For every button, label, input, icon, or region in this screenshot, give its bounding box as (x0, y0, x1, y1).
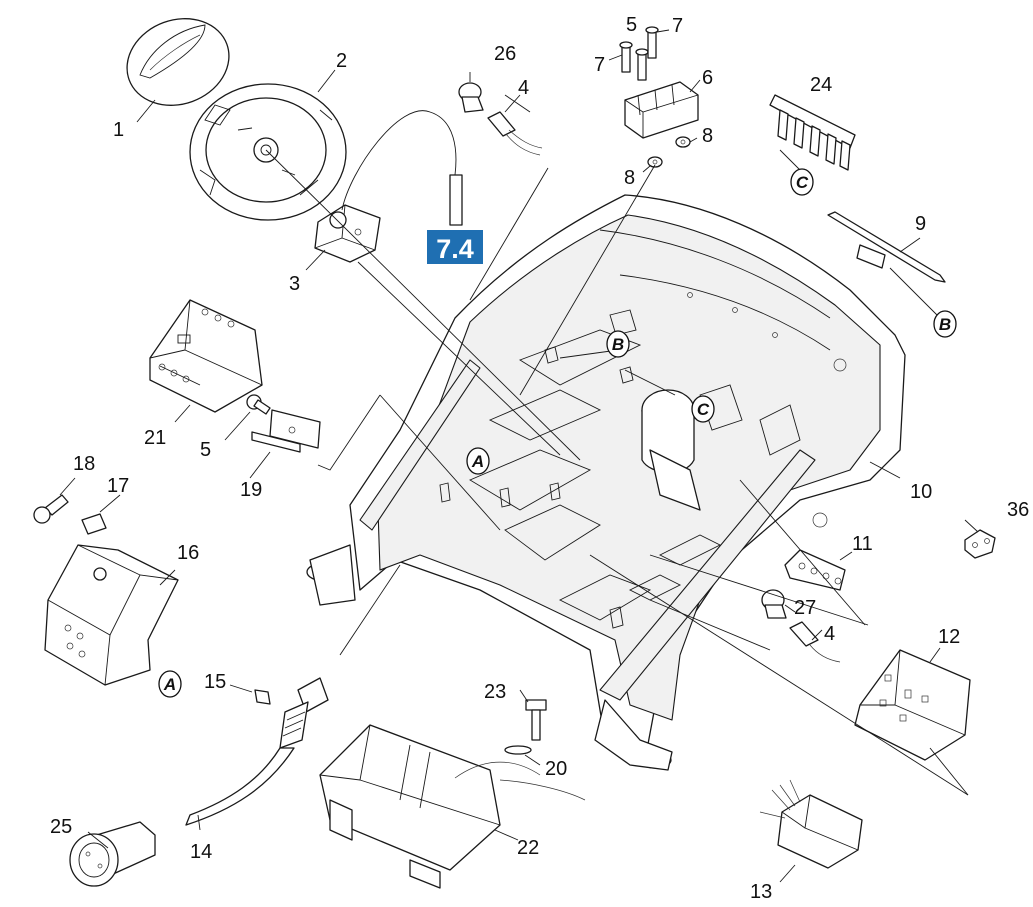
callout-17: 17 (107, 475, 129, 497)
svg-text:C: C (796, 173, 809, 192)
part-27-lamp (761, 589, 787, 619)
part-19-din-rail (251, 409, 321, 453)
part-5-screw-top (635, 48, 649, 81)
part-4-sleeve-top (487, 111, 543, 156)
part-10-housing (306, 194, 906, 771)
callout-8-right: 8 (702, 125, 713, 147)
callout-11: 11 (852, 533, 873, 555)
part-16-thermostat-block (44, 544, 179, 686)
part-36-connector (964, 529, 996, 559)
ref-marker-a-block: A (158, 670, 182, 698)
part-24-terminal-strip (769, 94, 856, 171)
callout-26: 26 (494, 43, 516, 65)
part-8-nuts (647, 136, 691, 168)
callout-9: 9 (915, 213, 926, 235)
callout-7-left: 7 (594, 54, 605, 76)
callout-5-top: 5 (626, 14, 637, 36)
ref-marker-c-strip: C (790, 168, 814, 196)
callout-19: 19 (240, 479, 262, 501)
callout-25: 25 (50, 816, 72, 838)
callout-18: 18 (73, 453, 95, 475)
part-1-knob (126, 18, 230, 106)
svg-text:B: B (612, 335, 624, 354)
part-9-heating-blade (827, 211, 946, 283)
svg-text:B: B (939, 315, 951, 334)
part-25-plug (69, 821, 156, 887)
part-5-screw-mid (246, 394, 271, 415)
callout-7-right: 7 (672, 15, 683, 37)
callout-20: 20 (545, 758, 567, 780)
callout-36: 36 (1007, 499, 1029, 521)
part-capillary-sensor (341, 110, 463, 226)
part-22-transformer (319, 724, 586, 889)
callout-21: 21 (144, 427, 166, 449)
callout-8-left: 8 (624, 167, 635, 189)
ref-marker-c-housing: C (691, 395, 715, 423)
part-4-sleeve-lower (789, 621, 841, 663)
callout-22: 22 (517, 837, 539, 859)
callout-2: 2 (336, 50, 347, 72)
callout-5-mid: 5 (200, 439, 211, 461)
part-20-washer (504, 745, 532, 755)
callout-10: 10 (910, 481, 932, 503)
part-14-cable (185, 677, 329, 826)
part-11-terminal-block (784, 549, 846, 591)
ref-marker-b-blade: B (933, 310, 957, 338)
part-26-lamp (458, 82, 484, 113)
callout-6: 6 (702, 67, 713, 89)
part-6-terminal-bracket (624, 81, 699, 139)
callout-16: 16 (177, 542, 199, 564)
callout-13: 13 (750, 881, 772, 903)
callout-4-lower: 4 (824, 623, 835, 645)
callout-4-top: 4 (518, 77, 529, 99)
part-17-fuse (81, 513, 107, 535)
callout-1: 1 (113, 119, 124, 141)
part-7-screws (619, 26, 659, 73)
callout-15: 15 (204, 671, 226, 693)
callout-27: 27 (794, 597, 816, 619)
callout-numbers: 1 2 3 26 4 5 7 7 6 8 8 24 9 21 5 19 18 1… (50, 14, 1029, 903)
callout-24: 24 (810, 74, 832, 96)
part-3-switch (314, 204, 381, 263)
svg-text:A: A (471, 452, 484, 471)
part-18-lamp-holder (33, 494, 69, 524)
leader-lines (59, 29, 979, 883)
callout-3: 3 (289, 273, 300, 295)
part-12-relay (854, 649, 971, 761)
callout-14: 14 (190, 841, 212, 863)
svg-text:A: A (163, 675, 176, 694)
svg-text:C: C (697, 400, 710, 419)
callout-12: 12 (938, 626, 960, 648)
part-15-ferrule (254, 689, 271, 705)
section-reference-badge: 7.4 (427, 230, 483, 264)
ref-marker-b-housing: B (606, 330, 630, 358)
ref-marker-a-housing: A (466, 447, 490, 475)
part-23-screw (525, 699, 547, 741)
section-reference-label: 7.4 (436, 234, 474, 264)
part-21-contactor (149, 299, 263, 413)
part-13-capacitor (759, 779, 863, 869)
callout-23: 23 (484, 681, 506, 703)
